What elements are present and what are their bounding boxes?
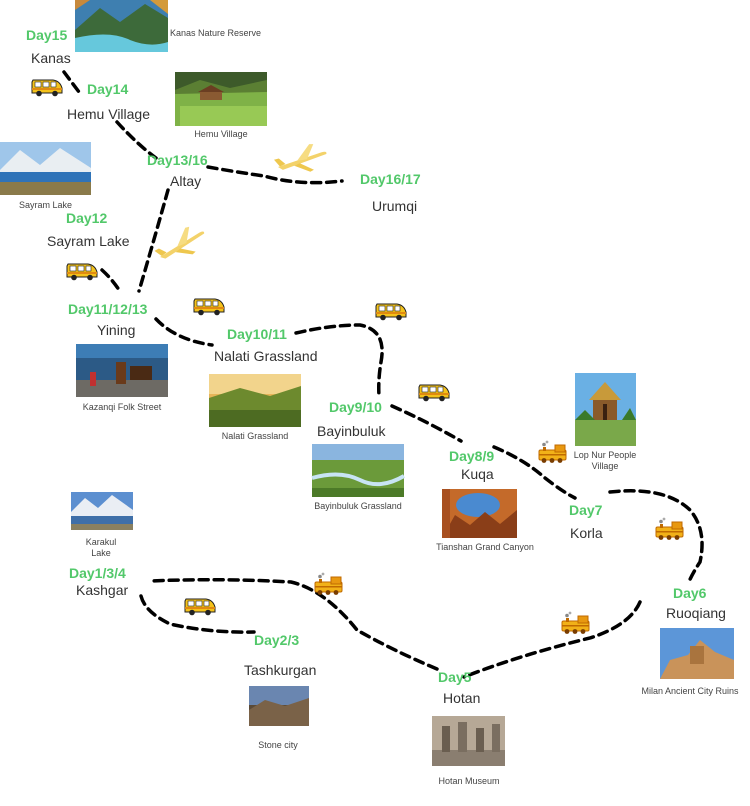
caption-kazanqi: Kazanqi Folk Street xyxy=(82,402,162,412)
route-kanas-hemu xyxy=(62,70,81,94)
caption-bayin: Bayinbuluk Grassland xyxy=(314,501,402,511)
city-nalati: Nalati Grassland xyxy=(214,348,318,364)
photo-lopnur xyxy=(575,373,636,446)
day-label-sayram: Day12 xyxy=(66,210,108,226)
caption-stone: Stone city xyxy=(258,740,298,750)
caption-nalati: Nalati Grassland xyxy=(221,431,289,441)
photo-tianshan xyxy=(442,489,517,538)
train-icon xyxy=(314,572,343,596)
day-label-kanas: Day15 xyxy=(26,27,68,43)
day-label-ruoqiang: Day6 xyxy=(673,585,707,601)
plane-icon xyxy=(151,220,211,270)
photo-hotan-museum xyxy=(432,716,505,766)
day-label-hemu: Day14 xyxy=(87,81,129,97)
day-label-kuqa: Day8/9 xyxy=(449,448,495,464)
plane-icon xyxy=(272,140,331,181)
day-label-hotan: Day5 xyxy=(438,669,472,685)
city-bayin: Bayinbuluk xyxy=(317,423,386,439)
route-yining-nalati xyxy=(154,317,214,347)
city-ruoqiang: Ruoqiang xyxy=(666,605,726,621)
route-altay-yining xyxy=(137,188,170,293)
route-bayin-kuqa xyxy=(390,404,463,443)
train-icon xyxy=(538,440,567,464)
photo-nalati xyxy=(209,374,301,427)
city-kanas: Kanas xyxy=(31,50,71,66)
day-label-altay: Day13/16 xyxy=(147,152,208,168)
route-sayram-yining xyxy=(100,268,123,295)
photo-bayin xyxy=(311,444,406,497)
city-yining: Yining xyxy=(97,322,136,338)
city-sayram: Sayram Lake xyxy=(47,233,130,249)
day-label-yining: Day11/12/13 xyxy=(68,301,148,317)
city-urumqi: Urumqi xyxy=(372,198,418,214)
city-kuqa: Kuqa xyxy=(461,466,494,482)
city-korla: Korla xyxy=(570,525,603,541)
van-icon xyxy=(184,598,216,616)
van-icon xyxy=(418,384,450,402)
route-ruoqiang-hotan xyxy=(462,600,642,679)
van-icon xyxy=(31,79,63,97)
caption-hemu: Hemu Village xyxy=(194,129,248,139)
van-icon xyxy=(193,298,225,316)
city-kashgar: Kashgar xyxy=(76,582,129,598)
caption-sayram: Sayram Lake xyxy=(18,200,73,210)
city-altay: Altay xyxy=(170,173,202,189)
caption-tianshan: Tianshan Grand Canyon xyxy=(436,542,534,552)
photo-milan xyxy=(660,628,734,679)
train-icon xyxy=(655,517,684,541)
city-hotan: Hotan xyxy=(443,690,481,706)
route-altay-urumqi xyxy=(206,165,344,185)
caption-hotan-museum: Hotan Museum xyxy=(438,776,500,786)
photo-karakul xyxy=(71,492,133,530)
caption-milan: Milan Ancient City Ruins xyxy=(641,686,739,696)
photo-hemu xyxy=(175,72,267,126)
van-icon xyxy=(375,303,407,321)
route-kuqa-korla xyxy=(492,445,577,500)
caption-kanas: Kanas Nature Reserve xyxy=(170,28,262,38)
photo-sayram xyxy=(0,142,91,195)
photo-kanas xyxy=(75,0,168,52)
photo-kazanqi xyxy=(76,344,168,397)
day-label-bayin: Day9/10 xyxy=(329,399,382,415)
photo-stone xyxy=(249,686,309,726)
train-icon xyxy=(561,611,590,635)
route-nalati-bayin xyxy=(294,323,384,398)
day-label-tash: Day2/3 xyxy=(254,632,300,648)
route-hotan-kashgar xyxy=(148,577,439,671)
route-hemu-altay xyxy=(115,120,158,160)
day-label-urumqi: Day16/17 xyxy=(360,171,421,187)
caption-lopnur: Lop Nur People Village xyxy=(573,450,637,471)
day-label-korla: Day7 xyxy=(569,502,603,518)
city-hemu: Hemu Village xyxy=(67,106,151,122)
route-korla-ruoqiang xyxy=(608,489,704,586)
city-tash: Tashkurgan xyxy=(244,662,317,678)
van-icon xyxy=(66,263,98,281)
day-label-kashgar: Day1/3/4 xyxy=(69,565,126,581)
caption-karakul: Karakul Lake xyxy=(85,537,117,558)
day-label-nalati: Day10/11 xyxy=(227,326,287,342)
